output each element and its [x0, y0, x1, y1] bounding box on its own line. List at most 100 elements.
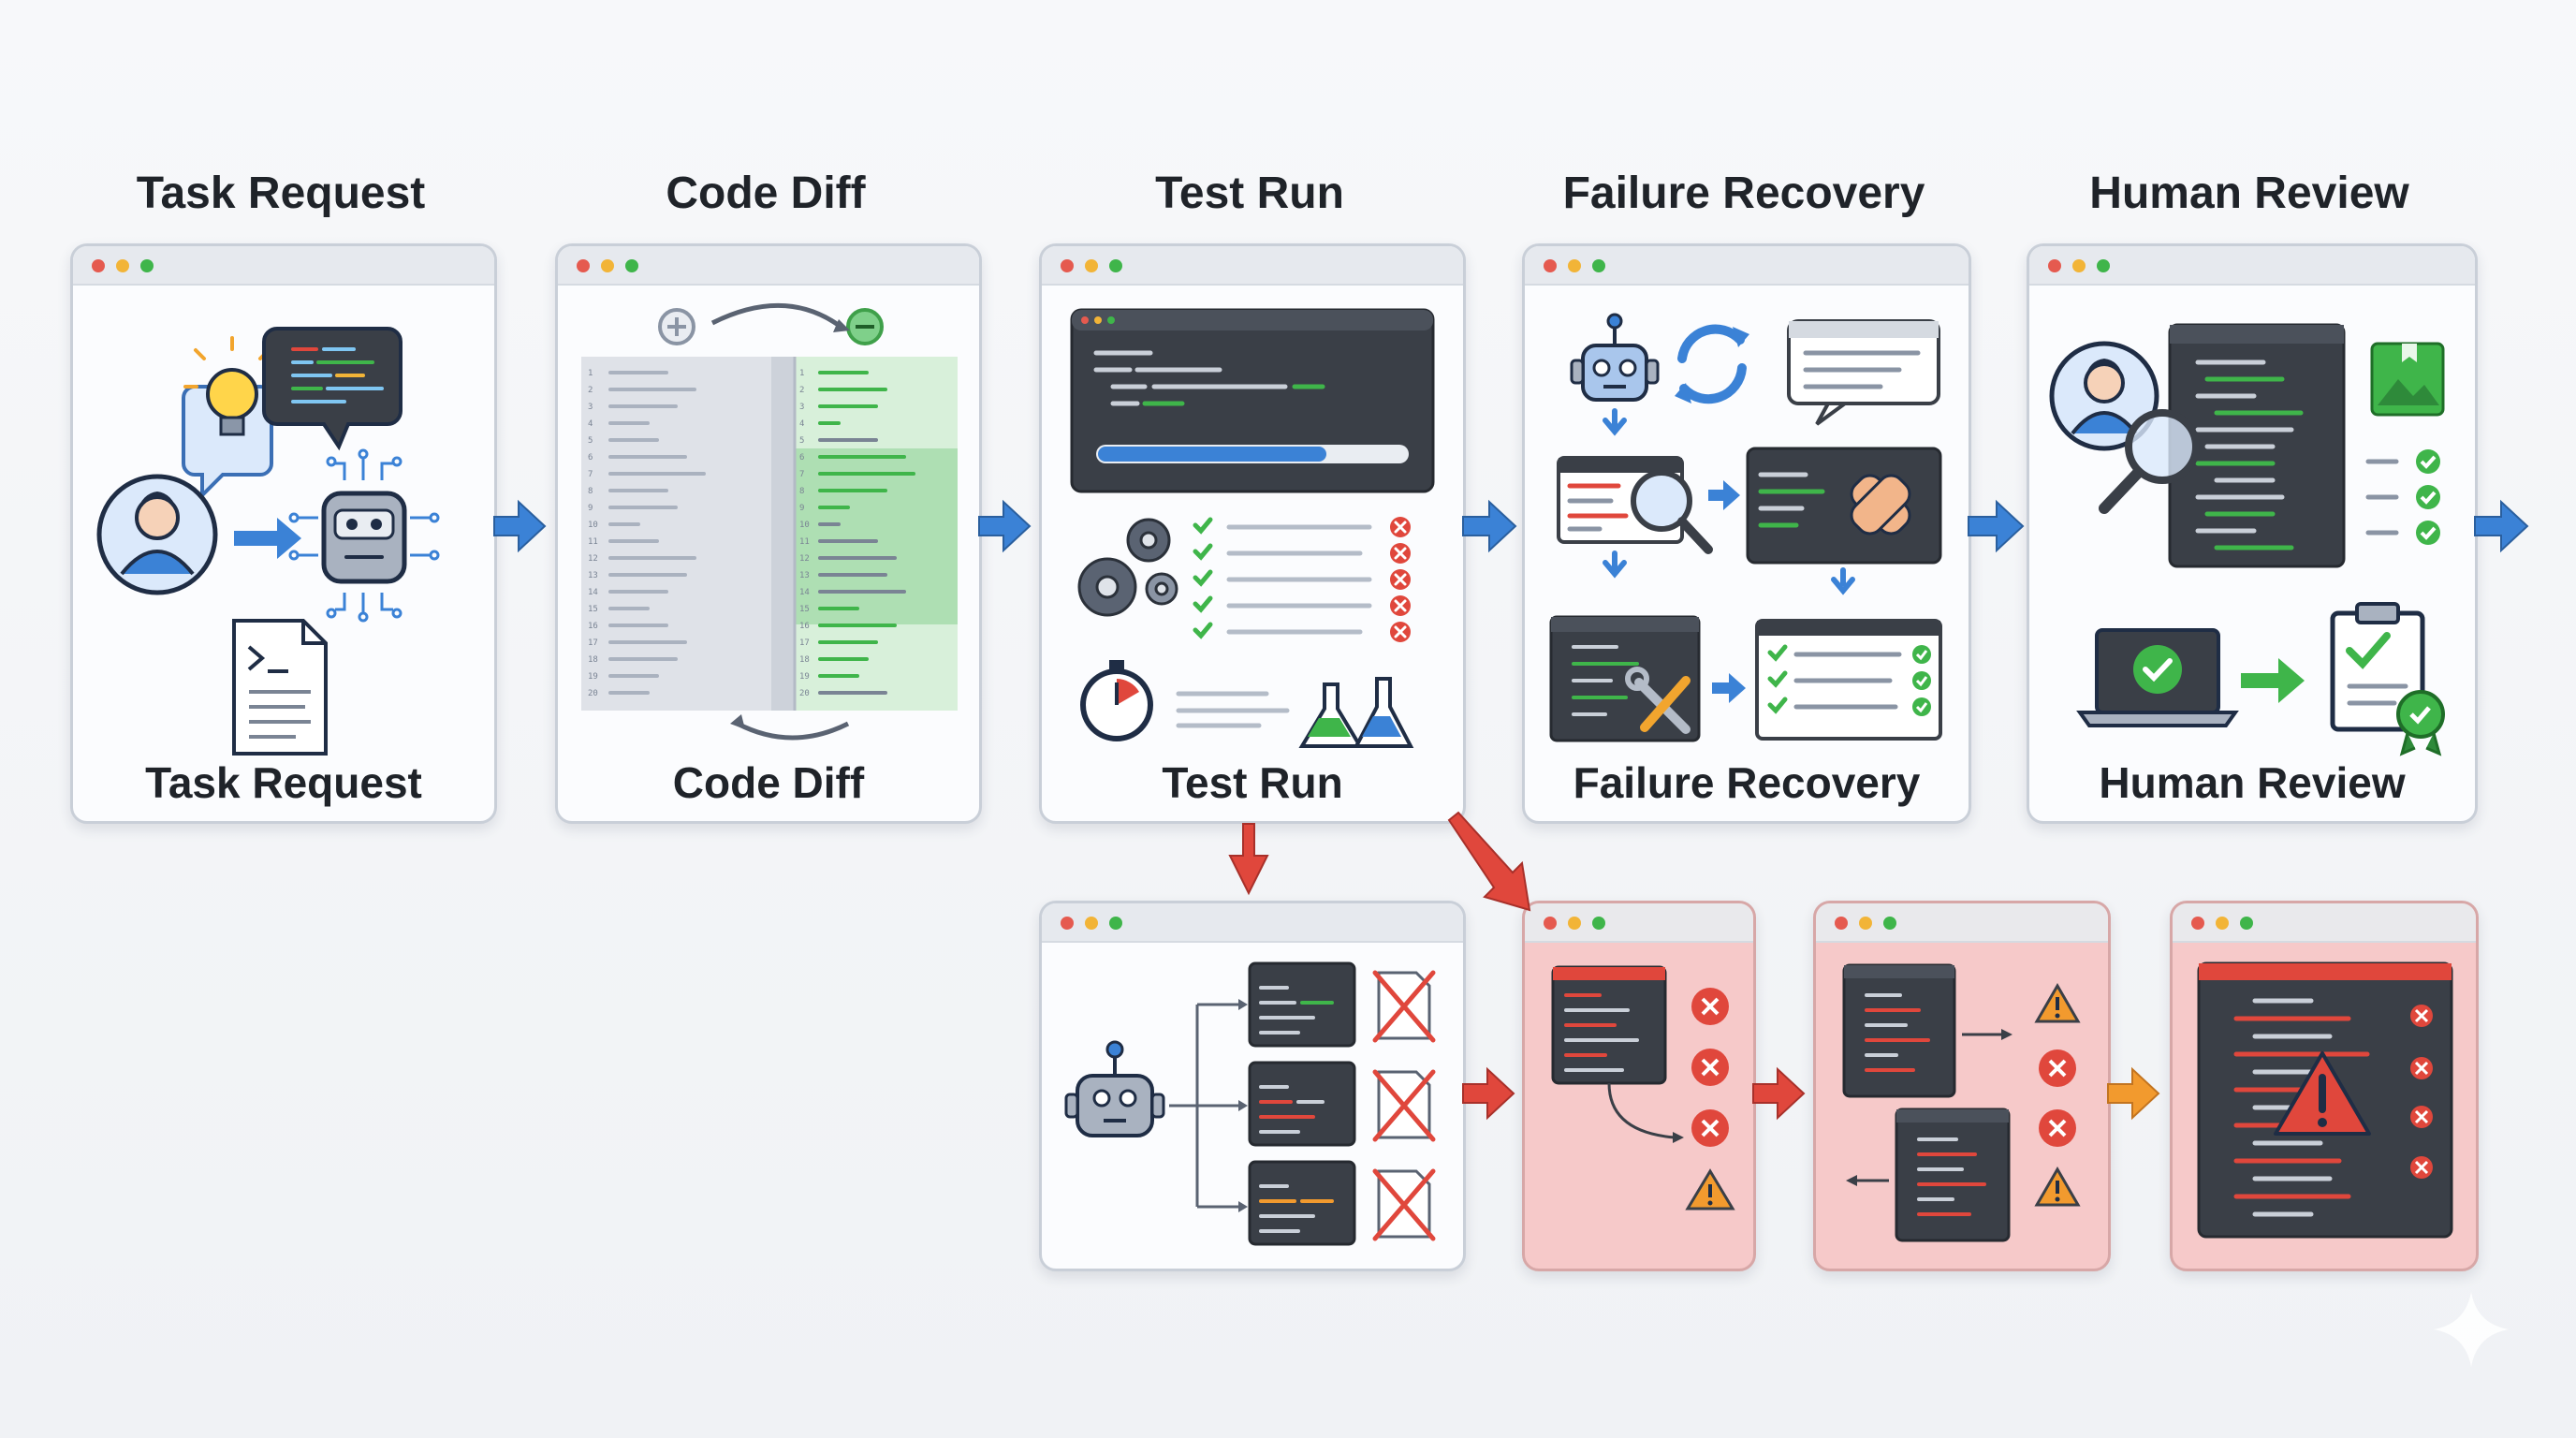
- line-number: 2: [588, 386, 593, 395]
- line-number: 5: [588, 436, 593, 446]
- stage-title-code-diff: Code Diff: [666, 169, 866, 218]
- minimize-dot-icon: [2072, 259, 2086, 272]
- task-request-panel[interactable]: Task Request: [70, 243, 497, 824]
- line-number: 1: [588, 369, 593, 378]
- line-number: 14: [799, 588, 810, 597]
- chat-bubble-icon: [1787, 319, 1940, 426]
- window-titlebar: [2173, 903, 2476, 943]
- line-number: 20: [588, 689, 598, 698]
- minimize-dot-icon: [1085, 917, 1098, 930]
- panel-caption: Code Diff: [672, 758, 865, 807]
- line-number: 11: [588, 537, 598, 547]
- line-number: 9: [799, 504, 804, 513]
- terminal-window: [1070, 308, 1435, 493]
- line-number: 13: [799, 571, 810, 580]
- panel-caption: Task Request: [145, 758, 422, 807]
- close-dot-icon: [1835, 917, 1848, 930]
- window-titlebar: [1042, 246, 1463, 286]
- line-number: 7: [799, 470, 804, 479]
- robot-icon: [1570, 313, 1660, 402]
- minimize-dot-icon: [116, 259, 129, 272]
- warning-triangle-icon: [1685, 1168, 1735, 1211]
- laptop-check-icon: [2076, 628, 2239, 727]
- maximize-dot-icon: [2097, 259, 2110, 272]
- progress-bar-fill: [1098, 447, 1326, 462]
- close-dot-icon: [2191, 917, 2204, 930]
- line-number: 20: [799, 689, 810, 698]
- stage-title-test-run: Test Run: [1155, 169, 1344, 218]
- line-number: 1: [799, 369, 804, 378]
- robot-icon: [1064, 1040, 1165, 1137]
- maximize-dot-icon: [1109, 259, 1122, 272]
- line-number: 16: [799, 622, 810, 631]
- line-number: 9: [588, 504, 593, 513]
- remove-circle-icon: [846, 308, 884, 345]
- line-number: 14: [588, 588, 598, 597]
- line-number: 6: [588, 453, 593, 462]
- line-number: 16: [588, 622, 598, 631]
- line-number: 13: [588, 571, 598, 580]
- critical-failure-panel[interactable]: [2170, 901, 2479, 1271]
- bandage-icon: [1850, 474, 1911, 536]
- lab-flask-icon: [1298, 677, 1414, 748]
- maximize-dot-icon: [1592, 259, 1605, 272]
- line-number: 15: [799, 605, 810, 614]
- terminal-file-icon: [232, 619, 328, 756]
- window-titlebar: [73, 246, 494, 286]
- gears-icon: [1077, 518, 1178, 617]
- error-chain-panel-1[interactable]: [1522, 901, 1756, 1271]
- line-number: 7: [588, 470, 593, 479]
- line-number: 4: [799, 419, 804, 429]
- maximize-dot-icon: [1883, 917, 1896, 930]
- approval-list: [2365, 449, 2440, 545]
- error-terminal: [1551, 965, 1667, 1085]
- minimize-dot-icon: [1859, 917, 1872, 930]
- escalation-arrow-icon: [2107, 1066, 2160, 1121]
- error-terminal: [1842, 963, 1956, 1098]
- agent-terminal: [1248, 961, 1356, 1048]
- maximize-dot-icon: [1109, 917, 1122, 930]
- close-dot-icon: [2048, 259, 2061, 272]
- line-number: 15: [588, 605, 598, 614]
- close-dot-icon: [1061, 259, 1074, 272]
- test-run-panel[interactable]: Test Run: [1039, 243, 1466, 824]
- human-review-panel[interactable]: Human Review: [2027, 243, 2478, 824]
- stage-title-failure-recovery: Failure Recovery: [1562, 169, 1925, 218]
- line-number: 19: [799, 672, 810, 682]
- magnifier-icon: [2099, 409, 2200, 514]
- line-number: 10: [588, 521, 598, 530]
- minimize-dot-icon: [1568, 259, 1581, 272]
- agent-terminal: [1248, 1160, 1356, 1246]
- close-dot-icon: [577, 259, 590, 272]
- error-terminal: [1895, 1108, 2011, 1242]
- window-titlebar: [1042, 903, 1463, 943]
- reviewer-avatar-icon: [2049, 341, 2159, 451]
- minimize-dot-icon: [1085, 259, 1098, 272]
- line-number: 5: [799, 436, 804, 446]
- rejected-file-icon: [1372, 970, 1436, 1241]
- minimize-dot-icon: [601, 259, 614, 272]
- panel-caption: Human Review: [2099, 758, 2406, 807]
- line-number: 6: [799, 453, 804, 462]
- arrow-right-icon: [2241, 658, 2305, 703]
- panel-caption: Failure Recovery: [1573, 758, 1921, 807]
- sparkle-icon: [2434, 1292, 2509, 1367]
- failure-recovery-panel[interactable]: Failure Recovery: [1522, 243, 1971, 824]
- warning-triangle-icon: [2274, 1051, 2371, 1136]
- line-number: 19: [588, 672, 598, 682]
- warning-triangle-icon: [2034, 983, 2081, 1023]
- user-avatar-icon: [96, 474, 218, 595]
- line-number: 10: [799, 521, 810, 530]
- error-circle-icon: [2039, 1049, 2076, 1147]
- close-dot-icon: [1061, 917, 1074, 930]
- window-titlebar: [1816, 903, 2108, 943]
- image-file-icon: [2370, 342, 2445, 417]
- stopwatch-icon: [1080, 660, 1153, 741]
- test-checklist: [1193, 517, 1411, 642]
- parallel-agents-panel[interactable]: [1039, 901, 1466, 1271]
- window-titlebar: [1525, 903, 1753, 943]
- error-chain-panel-2[interactable]: [1813, 901, 2111, 1271]
- line-number: 12: [588, 554, 598, 564]
- close-dot-icon: [1544, 917, 1557, 930]
